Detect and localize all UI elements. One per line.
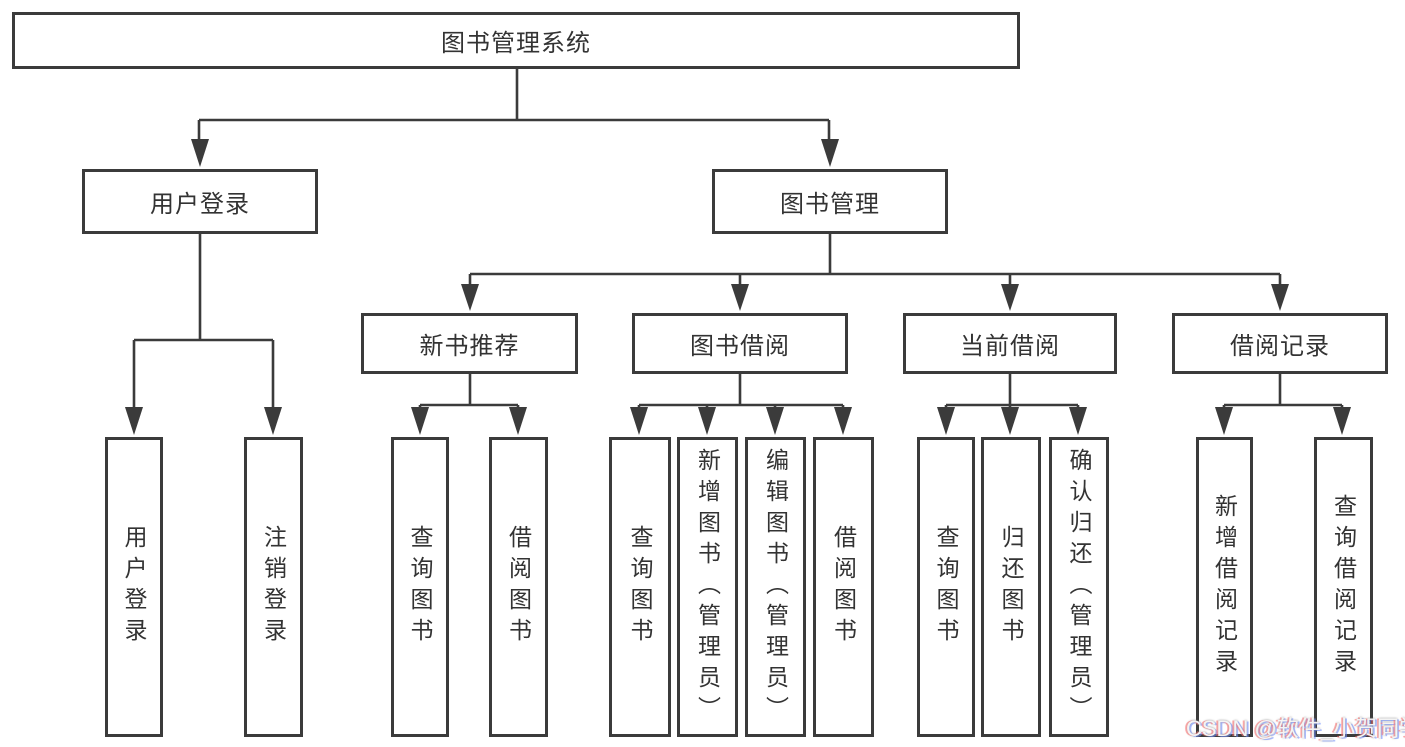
node-new-book-recommend: 新书推荐 xyxy=(361,313,578,374)
arrow-down-icon xyxy=(264,407,282,435)
leaf-logout: 注销登录 xyxy=(244,437,303,737)
arrow-down-icon xyxy=(766,407,784,435)
leaf-record-query-label: 查询借阅记录 xyxy=(1330,494,1357,680)
leaf-newbook-borrow-label: 借阅图书 xyxy=(505,525,532,649)
arrow-down-icon xyxy=(731,284,749,311)
leaf-borrow-edit-admin-label: 编辑图书（管理员） xyxy=(762,447,789,727)
arrow-down-icon xyxy=(1001,407,1019,435)
leaf-newbook-query: 查询图书 xyxy=(391,437,449,737)
arrow-down-icon xyxy=(1333,407,1351,435)
leaf-borrow-query: 查询图书 xyxy=(609,437,671,737)
node-root: 图书管理系统 xyxy=(12,12,1020,69)
arrow-down-icon xyxy=(1001,284,1019,311)
leaf-current-query-label: 查询图书 xyxy=(933,525,959,649)
leaf-user-login-label: 用户登录 xyxy=(121,525,147,649)
node-book-management-label: 图书管理 xyxy=(780,191,880,218)
arrow-down-icon xyxy=(698,407,716,435)
arrow-down-icon xyxy=(509,407,527,435)
leaf-newbook-query-label: 查询图书 xyxy=(407,525,433,649)
node-book-borrow: 图书借阅 xyxy=(632,313,848,374)
node-current-borrow-label: 当前借阅 xyxy=(960,333,1060,360)
arrow-down-icon xyxy=(1069,407,1087,435)
leaf-borrow-book: 借阅图书 xyxy=(813,437,874,737)
node-user-login-label: 用户登录 xyxy=(150,191,250,218)
node-book-management: 图书管理 xyxy=(712,169,948,234)
node-borrow-record: 借阅记录 xyxy=(1172,313,1388,374)
arrow-down-icon xyxy=(411,407,429,435)
leaf-current-query: 查询图书 xyxy=(917,437,975,737)
arrow-down-icon xyxy=(834,407,852,435)
leaf-borrow-book-label: 借阅图书 xyxy=(830,525,857,649)
node-root-label: 图书管理系统 xyxy=(441,30,591,57)
node-book-borrow-label: 图书借阅 xyxy=(690,333,790,360)
leaf-record-add: 新增借阅记录 xyxy=(1196,437,1253,737)
node-current-borrow: 当前借阅 xyxy=(903,313,1117,374)
leaf-borrow-edit-admin: 编辑图书（管理员） xyxy=(745,437,806,737)
node-user-login: 用户登录 xyxy=(82,169,318,234)
leaf-record-query: 查询借阅记录 xyxy=(1314,437,1373,737)
leaf-borrow-add-admin: 新增图书（管理员） xyxy=(677,437,738,737)
leaf-return-book-label: 归还图书 xyxy=(998,525,1024,649)
arrow-down-icon xyxy=(1215,407,1233,435)
arrow-down-icon xyxy=(191,139,209,167)
node-new-book-recommend-label: 新书推荐 xyxy=(419,333,520,360)
node-borrow-record-label: 借阅记录 xyxy=(1230,333,1330,360)
arrowheads xyxy=(125,139,1351,435)
arrow-down-icon xyxy=(461,284,479,311)
leaf-user-login: 用户登录 xyxy=(105,437,163,737)
leaf-logout-label: 注销登录 xyxy=(260,525,287,649)
csdn-watermark: CSDN @软件_小贺同学 xyxy=(1186,716,1405,741)
arrow-down-icon xyxy=(821,139,839,167)
arrow-down-icon xyxy=(937,407,955,435)
leaf-borrow-query-label: 查询图书 xyxy=(627,525,653,649)
arrow-down-icon xyxy=(1271,284,1289,311)
arrow-down-icon xyxy=(125,407,143,435)
leaf-borrow-add-admin-label: 新增图书（管理员） xyxy=(694,447,721,727)
leaf-record-add-label: 新增借阅记录 xyxy=(1211,494,1238,680)
leaf-confirm-return-admin-label: 确认归还（管理员） xyxy=(1066,447,1092,727)
arrow-down-icon xyxy=(630,407,648,435)
leaf-newbook-borrow: 借阅图书 xyxy=(489,437,548,737)
leaf-return-book: 归还图书 xyxy=(981,437,1041,737)
leaf-confirm-return-admin: 确认归还（管理员） xyxy=(1049,437,1109,737)
